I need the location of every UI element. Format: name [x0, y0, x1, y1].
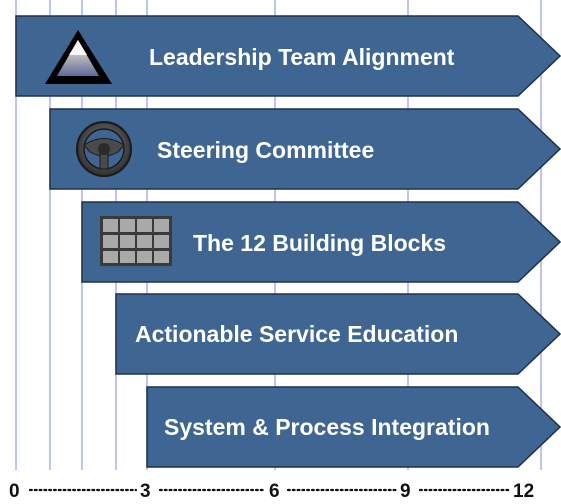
arrow-shape — [81, 201, 561, 283]
mountain-icon — [45, 30, 112, 84]
arrow-shape — [15, 15, 561, 97]
bar-label: Leadership Team Alignment — [149, 44, 455, 70]
axis-tick-label: 6 — [269, 481, 280, 502]
phase-bar-5: System & Process Integration — [146, 386, 561, 468]
axis-tick-label: 0 — [9, 481, 20, 502]
axis-tick-label: 12 — [513, 481, 534, 502]
steering-wheel-icon — [76, 121, 132, 177]
phase-bar-2: Steering Committee — [49, 108, 561, 190]
axis-tick-label: 3 — [140, 481, 151, 502]
bar-label: The 12 Building Blocks — [193, 230, 446, 256]
phase-bar-3: The 12 Building Blocks — [81, 201, 561, 283]
arrow-shape — [49, 108, 561, 190]
phase-bar-4: Actionable Service Education — [115, 293, 561, 375]
bar-label: System & Process Integration — [164, 414, 490, 440]
bar-label: Steering Committee — [157, 137, 374, 163]
arrow-shape — [115, 293, 561, 375]
building-blocks-grid-icon — [100, 216, 172, 266]
arrow-shape — [146, 386, 561, 468]
time-axis: 0 3 6 9 12 — [9, 481, 534, 502]
axis-tick-label: 9 — [400, 481, 411, 502]
phase-bar-1: Leadership Team Alignment — [15, 15, 561, 97]
bar-label: Actionable Service Education — [135, 321, 458, 347]
